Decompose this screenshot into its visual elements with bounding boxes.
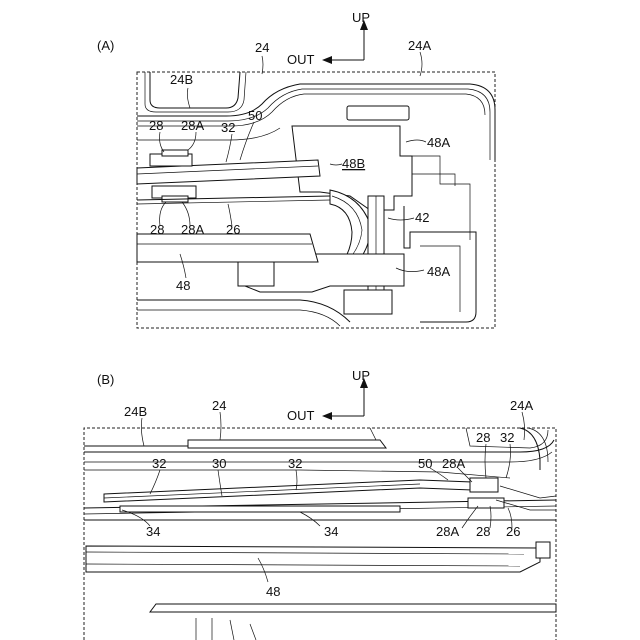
- view-b-caption: (B): [97, 372, 114, 387]
- view-a-label-28a-bot: 28A: [181, 222, 204, 237]
- view-b-bar-48: [86, 546, 540, 572]
- view-b-label-24: 24: [212, 398, 226, 413]
- view-a-label-28-bot: 28: [150, 222, 164, 237]
- view-a-label-26: 26: [226, 222, 240, 237]
- view-a-label-32: 32: [221, 120, 235, 135]
- out-arrow-icon: [322, 412, 332, 420]
- view-b-label-28-bottom: 28: [476, 524, 490, 539]
- view-a-label-42: 42: [415, 210, 429, 225]
- view-b: (B) UP OUT: [84, 368, 556, 640]
- view-b-label-34-left: 34: [146, 524, 160, 539]
- view-a-label-48: 48: [176, 278, 190, 293]
- view-b-label-28a-bottom: 28A: [436, 524, 459, 539]
- view-b-label-34-middle: 34: [324, 524, 338, 539]
- view-a-cap: [347, 106, 409, 120]
- view-a-caption: (A): [97, 38, 114, 53]
- view-b-label-24a: 24A: [510, 398, 533, 413]
- view-b-label-28-top: 28: [476, 430, 490, 445]
- view-b-pad-34: [120, 506, 400, 512]
- view-b-label-32-top-right: 32: [500, 430, 514, 445]
- view-b-clip-28-lower: [468, 498, 504, 508]
- view-a-label-48a-top: 48A: [427, 135, 450, 150]
- view-a-label-50: 50: [248, 108, 262, 123]
- view-b-label-32-left: 32: [152, 456, 166, 471]
- view-b-label-24b: 24B: [124, 404, 147, 419]
- view-a-label-24b: 24B: [170, 72, 193, 87]
- view-b-label-30: 30: [212, 456, 226, 471]
- view-b-direction-arrows: UP OUT: [287, 368, 370, 423]
- view-b-arm-30: [104, 480, 472, 502]
- view-b-label-26: 26: [506, 524, 520, 539]
- view-b-label-32-middle: 32: [288, 456, 302, 471]
- view-a-label-24: 24: [255, 40, 269, 55]
- view-a-label-48a-bot: 48A: [427, 264, 450, 279]
- view-a-direction-arrows: UP OUT: [287, 10, 370, 67]
- view-b-label-48: 48: [266, 584, 280, 599]
- view-b-bottom-strip: [150, 604, 556, 612]
- view-b-label-50: 50: [418, 456, 432, 471]
- view-b-clip-28-upper: [470, 478, 498, 492]
- out-arrow-icon: [322, 56, 332, 64]
- view-a-bar-48: [137, 234, 318, 262]
- view-a-out-label: OUT: [287, 52, 315, 67]
- view-a-label-24a: 24A: [408, 38, 431, 53]
- view-a: (A) UP OUT: [97, 10, 495, 328]
- view-b-panel-24: [188, 440, 386, 448]
- view-b-up-label: UP: [352, 368, 370, 383]
- view-a-label-28-top: 28: [149, 118, 163, 133]
- view-b-out-label: OUT: [287, 408, 315, 423]
- view-a-label-28a-top: 28A: [181, 118, 204, 133]
- view-a-label-48b: 48B: [342, 156, 365, 171]
- view-b-label-28a-top: 28A: [442, 456, 465, 471]
- view-a-panel-24b: [150, 72, 240, 108]
- view-a-up-label: UP: [352, 10, 370, 25]
